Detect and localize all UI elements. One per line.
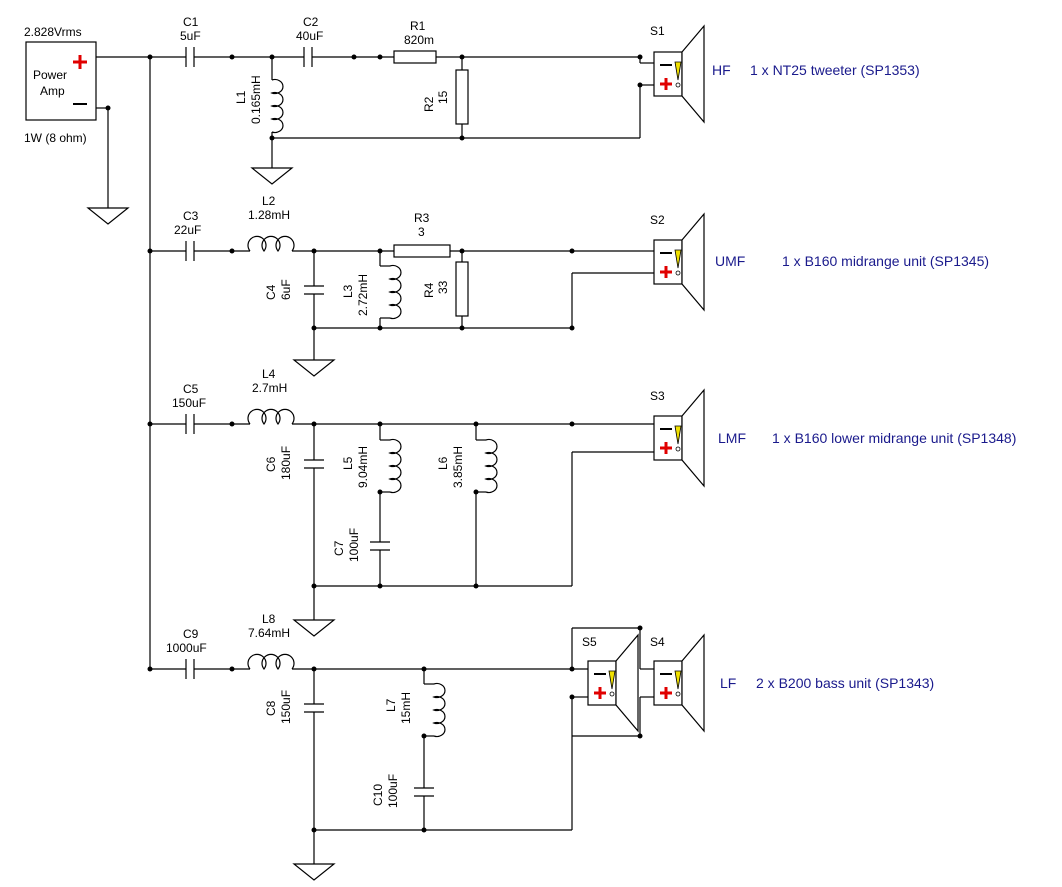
r1-ref: R1 bbox=[410, 19, 426, 33]
c5-ref: C5 bbox=[183, 382, 199, 396]
speaker-s5: S5 bbox=[582, 633, 640, 733]
c7-value: 100uF bbox=[347, 528, 361, 562]
s5-ref: S5 bbox=[582, 635, 597, 649]
l3-value: 2.72mH bbox=[356, 274, 370, 316]
band-hf-tag: HF bbox=[712, 62, 731, 78]
c8-value: 150uF bbox=[279, 690, 293, 724]
band-labels: HF 1 x NT25 tweeter (SP1353) UMF 1 x B16… bbox=[712, 62, 1016, 691]
l6-value: 3.85mH bbox=[451, 446, 465, 488]
speaker-s4: S4 bbox=[650, 633, 706, 733]
source-voltage: 2.828Vrms bbox=[24, 25, 82, 39]
c4-value: 6uF bbox=[279, 279, 293, 300]
band-umf-tag: UMF bbox=[715, 253, 745, 269]
c9-ref: C9 bbox=[183, 627, 199, 641]
c10-ref: C10 bbox=[371, 784, 385, 806]
c9-value: 1000uF bbox=[166, 641, 207, 655]
band-lmf-tag: LMF bbox=[718, 430, 746, 446]
r2-value: 15 bbox=[436, 90, 450, 104]
c4-ref: C4 bbox=[264, 284, 278, 300]
c6-value: 180uF bbox=[279, 446, 293, 480]
band-umf-desc: 1 x B160 midrange unit (SP1345) bbox=[782, 253, 989, 269]
source-name-1: Power bbox=[33, 68, 67, 82]
c1-value: 5uF bbox=[180, 29, 201, 43]
c2-ref: C2 bbox=[303, 15, 319, 29]
c3-value: 22uF bbox=[174, 223, 201, 237]
s1-ref: S1 bbox=[650, 24, 665, 38]
source-power: 1W (8 ohm) bbox=[24, 131, 87, 145]
l7-ref: L7 bbox=[384, 698, 398, 712]
c10-value: 100uF bbox=[386, 774, 400, 808]
l2-ref: L2 bbox=[262, 194, 276, 208]
s4-ref: S4 bbox=[650, 635, 665, 649]
band-hf-desc: 1 x NT25 tweeter (SP1353) bbox=[750, 62, 920, 78]
speaker-s2: S2 bbox=[650, 212, 706, 312]
r2-ref: R2 bbox=[422, 96, 436, 112]
c2-value: 40uF bbox=[296, 29, 323, 43]
c1-ref: C1 bbox=[183, 15, 199, 29]
speaker-s1: S1 bbox=[650, 24, 706, 124]
c7-ref: C7 bbox=[332, 540, 346, 556]
c6-ref: C6 bbox=[264, 456, 278, 472]
band-lmf-desc: 1 x B160 lower midrange unit (SP1348) bbox=[772, 430, 1016, 446]
c8-ref: C8 bbox=[264, 700, 278, 716]
c3-ref: C3 bbox=[183, 209, 199, 223]
l3-ref: L3 bbox=[341, 284, 355, 298]
l4-ref: L4 bbox=[262, 367, 276, 381]
band-lf-tag: LF bbox=[720, 675, 736, 691]
l4-value: 2.7mH bbox=[252, 381, 287, 395]
l6-ref: L6 bbox=[436, 456, 450, 470]
band-lf-desc: 2 x B200 bass unit (SP1343) bbox=[756, 675, 934, 691]
r1-value: 820m bbox=[404, 33, 434, 47]
l2-value: 1.28mH bbox=[248, 208, 290, 222]
c5-value: 150uF bbox=[172, 396, 206, 410]
s3-ref: S3 bbox=[650, 389, 665, 403]
l7-value: 15mH bbox=[399, 692, 413, 724]
umf-branch: C3 22uF L2 1.28mH R3 3 C4 6uF L3 2.72mH bbox=[150, 194, 654, 377]
r3-value: 3 bbox=[418, 225, 425, 239]
speaker-s3: S3 bbox=[650, 388, 706, 488]
hf-branch: C1 5uF C2 40uF R1 820m R2 15 L1 0.165mH bbox=[150, 15, 654, 185]
power-amp: 2.828Vrms Power Amp 1W (8 ohm) bbox=[24, 25, 97, 145]
source-name-2: Amp bbox=[40, 84, 65, 98]
l5-value: 9.04mH bbox=[356, 446, 370, 488]
lf-branch: C9 1000uF L8 7.64mH C8 150uF L7 15mH C10… bbox=[150, 612, 654, 881]
r3-ref: R3 bbox=[414, 211, 430, 225]
r4-ref: R4 bbox=[422, 282, 436, 298]
s2-ref: S2 bbox=[650, 213, 665, 227]
r4-value: 33 bbox=[436, 280, 450, 294]
l1-ref: L1 bbox=[234, 90, 248, 104]
l5-ref: L5 bbox=[341, 456, 355, 470]
l8-ref: L8 bbox=[262, 612, 276, 626]
l1-value: 0.165mH bbox=[249, 75, 263, 124]
lmf-branch: C5 150uF L4 2.7mH C6 180uF L5 9.04mH C7 … bbox=[150, 367, 654, 637]
l8-value: 7.64mH bbox=[248, 626, 290, 640]
